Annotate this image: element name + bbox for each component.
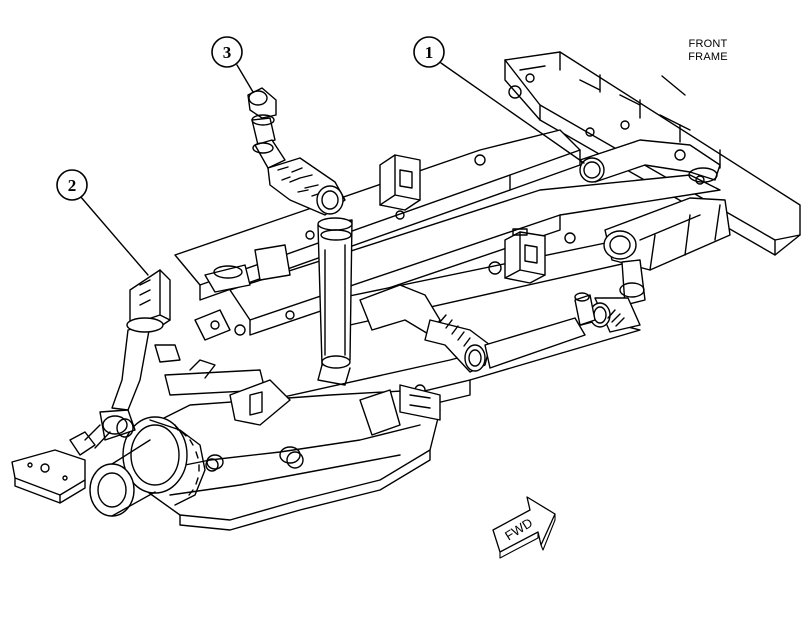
callout-1-number: 1 xyxy=(425,43,434,62)
mount-blocks xyxy=(379,154,546,284)
lower-linkage xyxy=(154,244,441,472)
exhaust-pipe-front xyxy=(579,139,731,333)
front-frame-label: FRONT FRAME xyxy=(668,38,748,64)
callout-2-leader xyxy=(79,195,149,276)
front-frame-label-line2: FRAME xyxy=(688,51,728,63)
callout-3: 3 xyxy=(211,36,243,68)
front-frame-label-line1: FRONT xyxy=(688,38,728,50)
callout-1: 1 xyxy=(413,36,445,68)
callout-1-leader xyxy=(440,62,585,164)
callout-3-number: 3 xyxy=(223,43,232,62)
front-frame-leader xyxy=(661,75,686,96)
callout-2-number: 2 xyxy=(68,176,77,195)
exhaust-pipe-middle xyxy=(359,284,596,373)
callout-2: 2 xyxy=(56,169,88,201)
rear-axle-assembly xyxy=(89,384,441,531)
exhaust-stack-center xyxy=(247,87,353,386)
exhaust-stack-left xyxy=(84,269,171,449)
forward-arrow: FWD xyxy=(492,496,556,559)
left-bracket xyxy=(11,431,96,504)
callout-3-leader xyxy=(236,64,254,93)
